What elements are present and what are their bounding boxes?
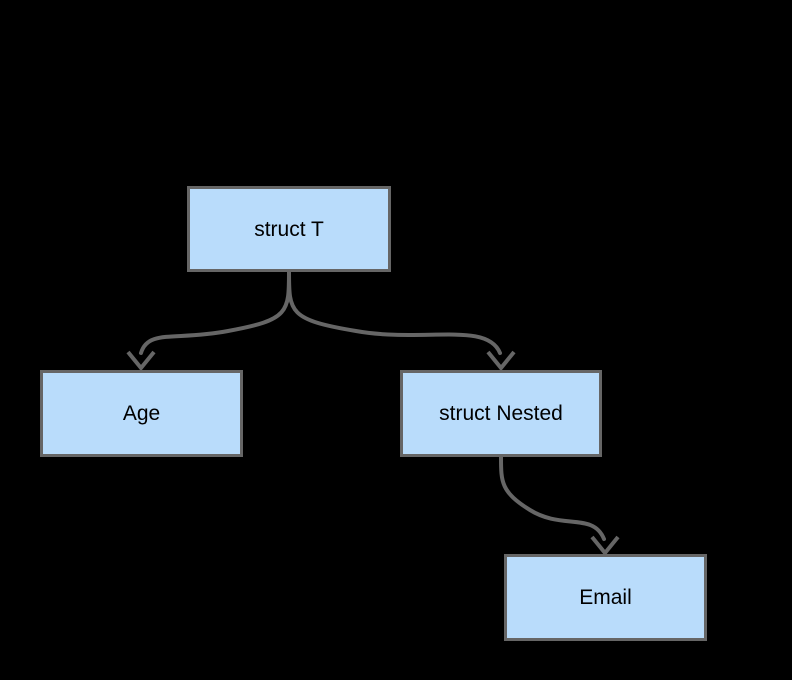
edge-struct-t-to-struct-nested <box>287 270 516 372</box>
node-label-age: Age <box>122 402 161 425</box>
node-label-struct-nested: struct Nested <box>439 402 563 425</box>
edge-struct-t-to-age <box>126 270 291 372</box>
node-struct-nested[interactable]: struct Nested <box>400 370 602 457</box>
arrowhead-icon <box>486 350 516 372</box>
node-email[interactable]: Email <box>504 554 707 641</box>
arrowhead-icon <box>590 535 620 557</box>
edge-path <box>139 270 291 355</box>
edge-path <box>287 270 502 355</box>
edge-path <box>499 455 606 541</box>
edge-struct-nested-to-email <box>499 455 620 557</box>
node-label-struct-t: struct T <box>254 217 324 241</box>
arrowhead-icon <box>126 350 156 372</box>
node-label-email: Email <box>579 586 632 609</box>
node-age[interactable]: Age <box>40 370 243 457</box>
node-struct-t[interactable]: struct T <box>187 186 391 272</box>
